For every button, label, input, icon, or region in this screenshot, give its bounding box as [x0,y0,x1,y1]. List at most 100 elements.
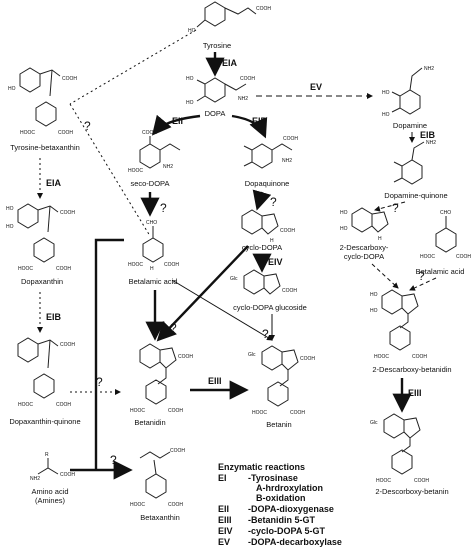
seco-dopa-structure: COOH NH2 HOOC [128,130,181,174]
carboxyl-group-label: HOOC [130,502,145,508]
descarboxy-betanin-label: 2-Descorboxy-betanin [375,487,448,496]
hydrogen-label: H [150,266,154,272]
descarboxy-betanidin-structure: HO HO HOOC COOH [370,289,427,360]
cyclo-dopa-label: cyclo-DOPA [242,243,282,252]
dopaxanthin-quinone-structure: COOH HOOC COOH [17,337,75,408]
carboxyl-group-label: HOOC [130,408,145,414]
descarboxy-betanin-structure: Glc HOOC COOH [370,413,429,484]
legend-row-code: EI [218,473,227,483]
hydroxyl-group-label: HO [186,76,194,82]
betalamic-acid-label: Betalamic acid [129,277,178,286]
cyclo-dopa-glucoside-structure: Glc COOH [230,269,297,295]
hydroxyl-group-label: HO [382,90,390,96]
enzyme-eiii-center-label: EIII [208,376,222,386]
amines-label: (Amines) [35,496,66,505]
dopaquinone-structure: COOH NH2 [243,136,298,169]
betalamic-acid-right-structure: CHO HOOC COOH [420,210,471,260]
legend-row-text: -Betanidin 5-GT [248,515,316,525]
carboxyl-group-label: COOH [300,356,315,362]
carboxyl-group-label: COOH [412,354,427,360]
hydrogen-label: H [378,236,382,242]
dopamine-quinone-label: Dopamine-quinone [384,191,447,200]
enzyme-eii-label: EII [172,116,183,126]
amino-group-label: NH2 [238,96,248,102]
carboxyl-group-label: COOH [280,228,295,234]
hydroxyl-group-label: HO [382,112,390,118]
betanin-structure: Glc COOH HOOC COOH [248,345,315,416]
betanidin-label: Betanidin [134,418,165,427]
legend-title: Enzymatic reactions [218,462,305,472]
dopa-label: DOPA [205,109,226,118]
enzyme-eiii-right-label: EIII [408,388,422,398]
aldehyde-group-label: CHO [146,220,157,226]
carboxyl-group-label: HOOC [420,254,435,260]
betaxanthin-structure: COOH HOOC COOH [130,448,185,508]
dopaxanthin-structure: HO HO COOH HOOC COOH [6,203,75,272]
carboxyl-group-label: COOH [60,472,75,478]
dopaxanthin-quinone-label: Dopaxanthin-quinone [9,417,80,426]
unknown-step-mark: ? [418,269,425,283]
carboxyl-group-label: COOH [60,210,75,216]
dopamine-structure: NH2 HO HO [382,66,434,118]
arrow-betalamic-to-tyrosine-betaxanthin [69,103,151,237]
carboxyl-group-label: COOH [256,6,271,12]
hydroxyl-group-label: HO [186,100,194,106]
amino-group-label: NH2 [163,164,173,170]
legend-row-code: EIII [218,515,232,525]
carboxyl-group-label: COOH [56,402,71,408]
carboxyl-group-label: HOOC [128,262,143,268]
tyrosine-label: Tyrosine [203,41,231,50]
glucose-group-label: Glc [248,352,256,358]
glucose-group-label: Glc [230,276,238,282]
tyrosine-betaxanthin-structure: HO COOH HOOC COOH [8,67,77,136]
glucose-group-label: Glc [370,420,378,426]
descarboxy-betanidin-label: 2-Descarboxy-betanidin [372,365,451,374]
carboxyl-group-label: COOH [56,266,71,272]
dopamine-label: Dopamine [393,121,427,130]
hydrogen-label: H [270,238,274,244]
arrow-dopa-to-seco-dopa [151,114,201,136]
carboxyl-group-label: COOH [283,136,298,142]
carboxyl-group-label: COOH [170,448,185,454]
carboxyl-group-label: HOOC [252,410,267,416]
unknown-step-mark: ? [170,321,177,335]
legend-row-text: -DOPA-dioxygenase [248,504,334,514]
hydroxyl-group-label: HO [188,28,196,34]
legend-row-code: EII [218,504,229,514]
betaxanthin-label: Betaxanthin [140,513,180,522]
legend-row-text: -cyclo-DOPA 5-GT [248,526,326,536]
unknown-step-mark: ? [84,119,91,133]
unknown-step-mark: ? [96,375,103,389]
betanin-label: Betanin [266,420,291,429]
unknown-step-mark: ? [110,453,117,467]
carboxyl-group-label: COOH [168,408,183,414]
legend-row-text: B-oxidation [256,493,306,503]
unknown-step-mark: ? [262,327,269,341]
tyrosine-betaxanthin-label: Tyrosine-betaxanthin [10,143,80,152]
carboxyl-group-label: HOOC [20,130,35,136]
hydroxyl-group-label: HO [6,206,14,212]
legend-row-text: -Tyrosinase [248,473,298,483]
amino-group-label: NH2 [426,140,436,146]
dopa-structure: HO HO COOH NH2 [186,76,255,106]
dopamine-quinone-structure: NH2 [393,140,436,185]
amino-group-label: NH2 [30,476,40,482]
arrow-descarboxy-cyclo-dopa-to-betanidin [371,263,399,289]
descarboxy-cyclo-dopa-label-line2: cyclo-DOPA [344,252,384,261]
enzyme-legend: Enzymatic reactions EI -Tyrosinase A-hrd… [218,462,342,547]
enzyme-eiv-label: EIV [268,257,283,267]
carboxyl-group-label: COOH [456,254,471,260]
tyrosine-structure: HO COOH [188,1,271,34]
arrow-dopa-to-dopaquinone [231,114,268,139]
carboxyl-group-label: COOH [62,76,77,82]
unknown-step-mark: ? [160,201,167,215]
arrow-tyrosine-to-tyrosine-betaxanthin [69,29,197,105]
carboxyl-group-label: COOH [178,354,193,360]
cyclo-dopa-structure: H COOH [241,209,295,244]
carboxyl-group-label: HOOC [374,354,389,360]
carboxyl-group-label: HOOC [376,478,391,484]
amino-acid-structure: R COOH NH2 [30,452,75,482]
aldehyde-group-label: CHO [440,210,451,216]
dopaquinone-label: Dopaquinone [245,179,290,188]
